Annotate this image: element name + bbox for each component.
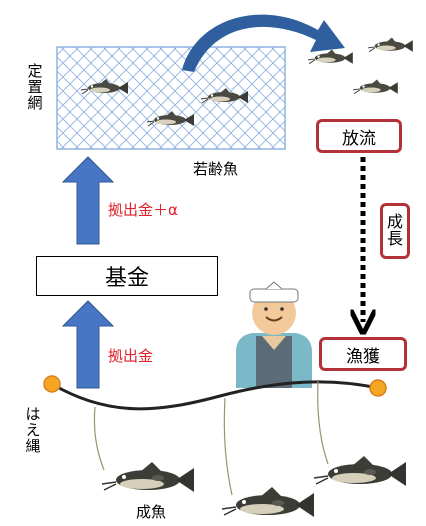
released-fish-2	[367, 36, 414, 53]
fixed-net-label: 定 置 網	[24, 62, 46, 112]
lower-contribution-arrow	[61, 300, 115, 389]
fixed-net	[56, 46, 286, 150]
growth-label-char: 成	[386, 212, 403, 232]
released-fish-1	[307, 48, 354, 65]
branch-line-3	[317, 380, 329, 465]
longline-rope	[51, 380, 379, 411]
fixed-net-label-char: 網	[27, 93, 43, 112]
adult-fish-label: 成魚	[136, 503, 167, 521]
young-fish-label: 若齢魚	[193, 160, 239, 178]
release-curved-arrow	[182, 14, 345, 72]
release-box: 放流	[316, 119, 402, 153]
adult-fish-1	[101, 461, 195, 493]
adult-fish-2	[221, 486, 315, 518]
growth-box: 成 長	[380, 203, 410, 259]
branch-line-2	[223, 397, 233, 496]
fund-label: 基金	[104, 266, 149, 291]
longline-label: は え 縄	[22, 405, 44, 455]
longline-label-char: え	[25, 420, 41, 439]
fisherman-illustration	[236, 281, 312, 388]
longline-left-float	[43, 375, 61, 393]
longline-right-float	[369, 379, 387, 397]
released-fish-3	[352, 78, 399, 95]
catch-label: 漁獲	[346, 346, 380, 367]
upper-contribution-arrow	[61, 156, 115, 245]
longline-label-char: 縄	[25, 436, 41, 455]
growth-label-char: 長	[386, 229, 403, 248]
contribution-plus-alpha-label: 拠出金＋α	[108, 201, 178, 219]
branch-line-1	[93, 406, 105, 471]
fixed-net-label-char: 置	[27, 77, 43, 96]
catch-box: 漁獲	[319, 337, 407, 371]
contribution-label: 拠出金	[108, 347, 154, 365]
longline-label-char: は	[25, 405, 41, 423]
release-label: 放流	[342, 128, 376, 149]
adult-fish-3	[313, 455, 407, 487]
fund-box: 基金	[36, 256, 218, 296]
fixed-net-label-char: 定	[27, 62, 43, 80]
